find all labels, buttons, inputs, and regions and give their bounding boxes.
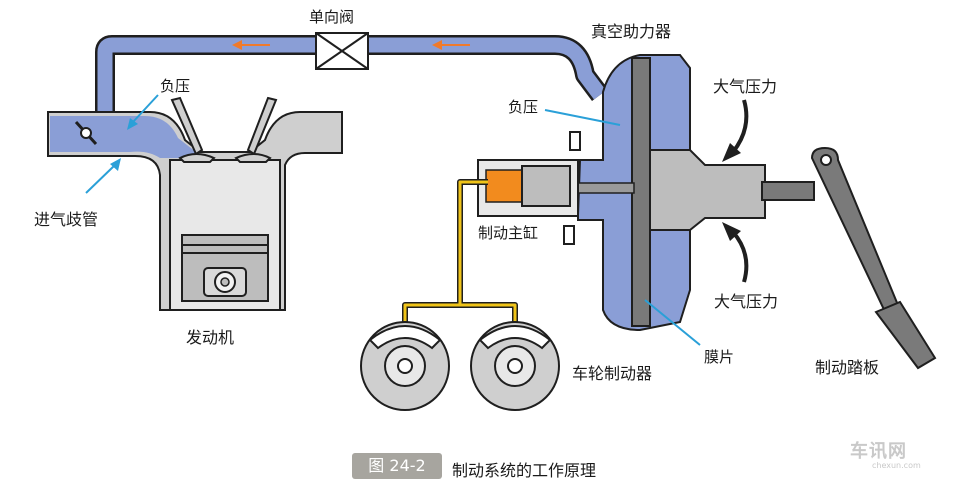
flow-arrow-left [232,40,270,50]
check-valve [315,32,369,70]
manifold-vacuum [50,116,205,158]
booster-piston-assembly [649,149,766,231]
figure-caption: 制动系统的工作原理 [452,461,597,480]
throttle-plate [74,120,98,146]
manifold-pointer [85,158,121,194]
atm-top-label: 大气压力 [713,77,778,96]
figure-number: 图 24-2 [352,453,442,479]
wheel-brake-left [360,321,450,411]
diaphragm-label: 膜片 [704,348,735,366]
mount-tab-top [569,131,581,151]
atm-bottom-label: 大气压力 [714,292,779,311]
master-cylinder-label: 制动主缸 [478,224,539,242]
intake-valve [170,96,216,163]
exhaust-valve [234,96,278,163]
master-cylinder [477,159,579,217]
wheel-brake-right [470,321,560,411]
check-valve-label: 单向阀 [309,8,355,26]
watermark-url: chexun.com [872,461,921,470]
atm-arrow-top [722,99,749,162]
watermark-logo: 车讯网 [850,441,907,462]
intake-manifold-label: 进气歧管 [34,210,99,229]
flow-arrow-right [432,40,470,50]
push-rod [761,181,815,201]
mount-tab-bottom [563,225,575,245]
wheel-brakes-label: 车轮制动器 [572,364,653,383]
engine-label: 发动机 [186,328,235,347]
brake-pedal-label: 制动踏板 [815,358,880,377]
booster-rod [569,182,635,194]
brake-pedal [810,146,937,370]
piston [181,234,269,302]
vacuum-booster-label: 负压 [508,98,539,116]
vacuum-pointer-intake [127,94,159,130]
booster-label: 真空助力器 [591,22,672,41]
atm-arrow-bottom [722,222,749,283]
diaphragm-pointer [644,299,701,346]
vacuum-intake-label: 负压 [160,77,191,95]
vacuum-pointer-booster [544,109,621,126]
